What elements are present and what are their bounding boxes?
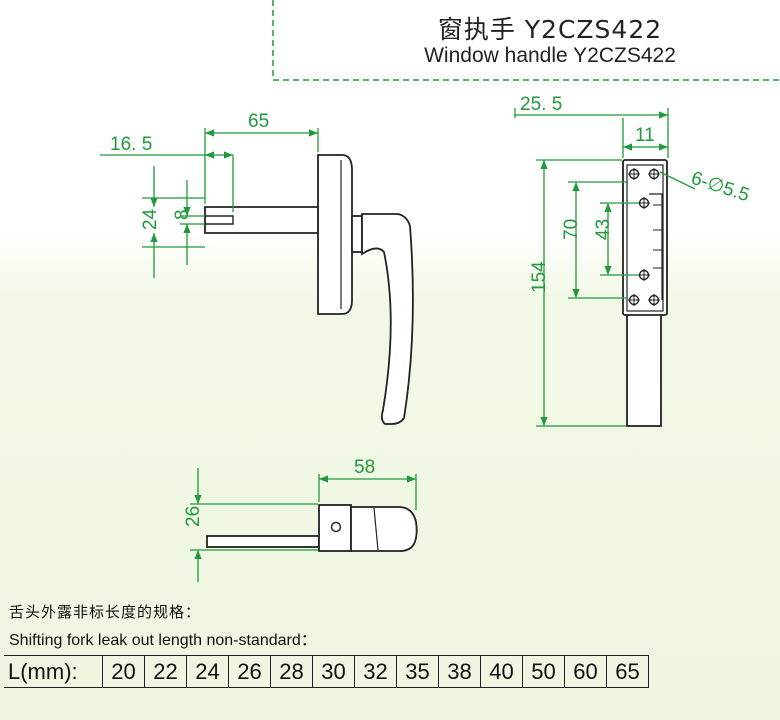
dim-25-5: 25. 5: [520, 94, 562, 115]
spec-value: 30: [312, 655, 355, 688]
side-view-hole-crosses: [628, 168, 660, 306]
spec-value: 38: [438, 655, 481, 688]
spec-value: 32: [354, 655, 397, 688]
front-view-handle: [204, 154, 414, 425]
spec-value: 20: [102, 655, 145, 688]
bottom-view-handle: [206, 504, 418, 552]
dim-70: 70: [561, 219, 582, 240]
dim-65: 65: [248, 111, 269, 132]
spec-value: 60: [564, 655, 607, 688]
spec-value: 24: [186, 655, 229, 688]
dim-11: 11: [635, 125, 655, 146]
dim-26: 26: [183, 506, 204, 527]
title-chinese: 窗执手 Y2CZS422: [437, 15, 663, 44]
title-frame: [272, 0, 780, 81]
dim-16-5: 16. 5: [110, 134, 152, 155]
spec-value: 22: [144, 655, 187, 688]
spec-value: 50: [522, 655, 565, 688]
dim-43: 43: [593, 219, 614, 240]
spec-table-header: L(mm):: [4, 655, 103, 688]
title-english: Window handle Y2CZS422: [424, 44, 676, 67]
spec-value: 28: [270, 655, 313, 688]
side-view-handle: [622, 159, 668, 427]
note-chinese: 舌头外露非标长度的规格：: [9, 603, 202, 621]
spec-value: 26: [228, 655, 271, 688]
dim-holes: 6-∅5.5: [688, 168, 751, 206]
spec-value: 35: [396, 655, 439, 688]
dim-24: 24: [140, 208, 161, 230]
spec-table: L(mm): 20 22 24 26 28 30 32 35 38 40 50 …: [4, 655, 649, 688]
side-view-dimensions: [514, 108, 696, 427]
spec-value: 40: [480, 655, 523, 688]
bottom-view-dimensions: [190, 468, 417, 582]
spec-value: 65: [606, 655, 649, 688]
dim-154: 154: [529, 261, 550, 293]
dim-58: 58: [354, 457, 375, 478]
note-english: Shifting fork leak out length non-standa…: [9, 632, 317, 649]
spec-table-row: L(mm): 20 22 24 26 28 30 32 35 38 40 50 …: [4, 655, 649, 688]
dim-8: 8: [172, 209, 193, 220]
front-view-dimensions: [100, 128, 319, 278]
